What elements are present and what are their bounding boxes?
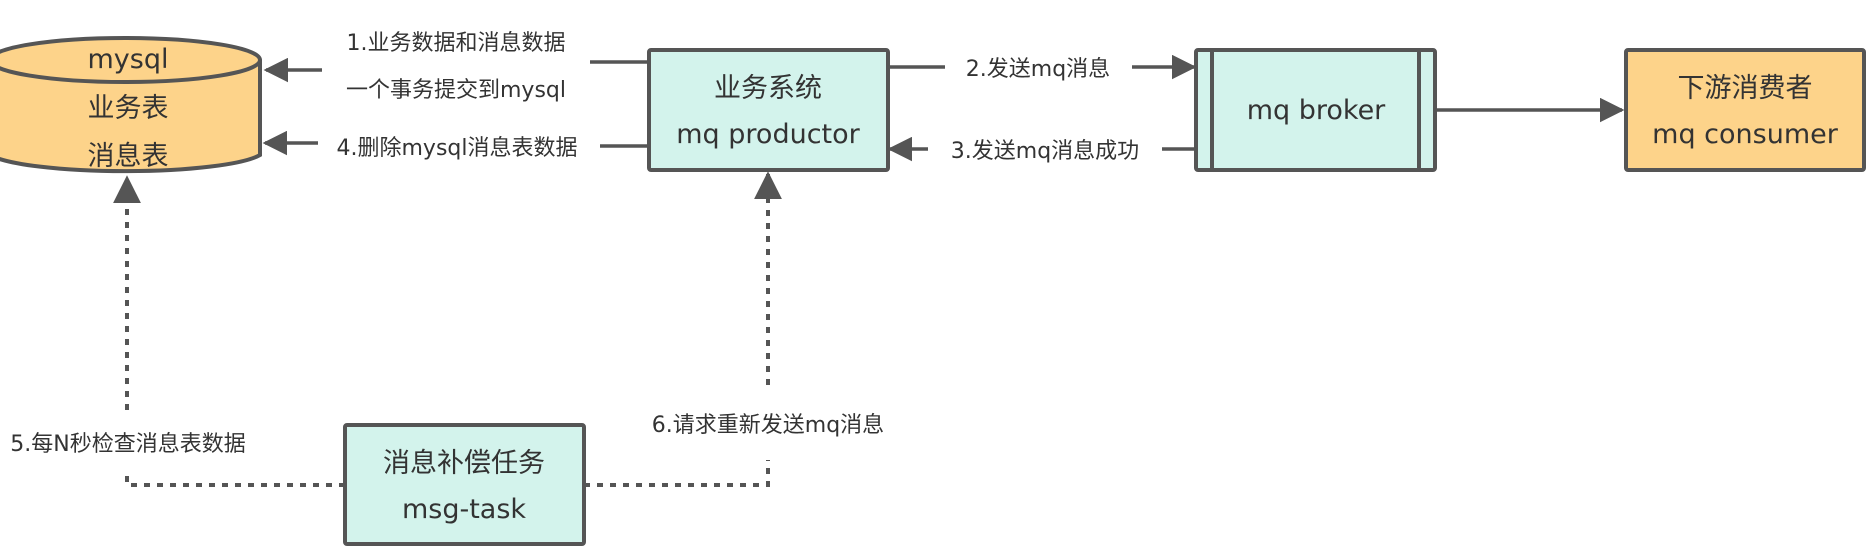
- db-body: [0, 60, 262, 174]
- edge-1-label-line2: 一个事务提交到mysql: [346, 78, 566, 103]
- db-label-mysql: mysql: [88, 44, 169, 75]
- edge-1-label-line1: 1.业务数据和消息数据: [347, 31, 566, 56]
- edge-3: 3.发送mq消息成功: [887, 136, 1196, 164]
- task-node: 消息补偿任务 msg-task: [343, 423, 586, 546]
- edge-2: 2.发送mq消息: [888, 54, 1197, 82]
- consumer-node: 下游消费者 mq consumer: [1624, 48, 1866, 172]
- edge-3-label: 3.发送mq消息成功: [951, 139, 1139, 164]
- edge-6: 6.请求重新发送mq消息: [584, 171, 884, 487]
- edge-1: 1.业务数据和消息数据 一个事务提交到mysql: [263, 31, 649, 103]
- edge-6-line: [584, 460, 770, 487]
- producer-label-en: mq productor: [676, 119, 860, 150]
- consumer-box: [1624, 48, 1866, 172]
- producer-label-cn: 业务系统: [714, 73, 822, 104]
- producer-node: 业务系统 mq productor: [647, 48, 890, 172]
- db-label-business-table: 业务表: [88, 93, 169, 124]
- edge-4: 4.删除mysql消息表数据: [262, 130, 649, 161]
- consumer-label-cn: 下游消费者: [1678, 73, 1813, 104]
- consumer-label-en: mq consumer: [1652, 119, 1839, 150]
- edge-5: 5.每N秒检查消息表数据: [10, 175, 345, 487]
- broker-node: mq broker: [1194, 48, 1437, 172]
- broker-label: mq broker: [1247, 95, 1386, 126]
- task-label-en: msg-task: [402, 494, 526, 525]
- edge-5-label: 5.每N秒检查消息表数据: [10, 432, 245, 457]
- db-label-message-table: 消息表: [88, 141, 169, 172]
- task-label-cn: 消息补偿任务: [383, 448, 545, 479]
- edge-6-label: 6.请求重新发送mq消息: [652, 413, 884, 438]
- edge-4-label: 4.删除mysql消息表数据: [337, 136, 578, 161]
- db-top: [0, 36, 262, 84]
- edge-5-line: [125, 470, 345, 487]
- mysql-database-node: mysql 业务表 消息表: [0, 36, 262, 174]
- producer-box: [647, 48, 890, 172]
- task-box: [343, 423, 586, 546]
- edge-2-label: 2.发送mq消息: [966, 57, 1110, 82]
